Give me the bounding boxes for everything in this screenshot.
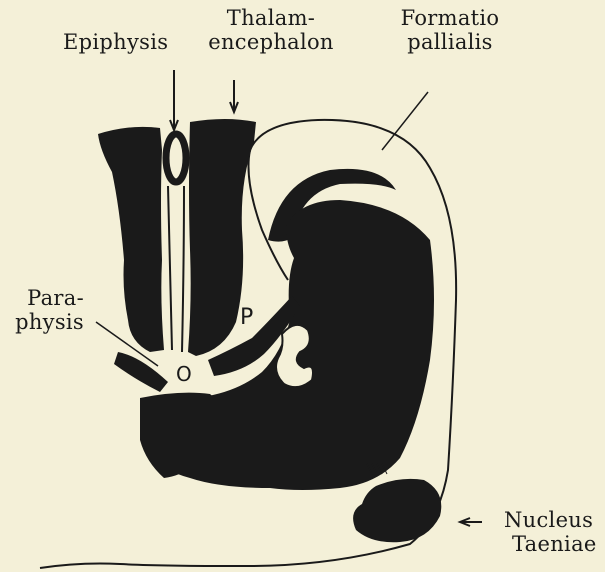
formatio-line1: Formatio: [380, 6, 520, 30]
nucleus-taeniae-mass: [353, 479, 441, 542]
epiphysis-arrow: [170, 70, 178, 130]
formatio-line2: pallialis: [380, 30, 520, 54]
paraphysis-left-strip: [114, 352, 168, 392]
epiphysis-ring: [166, 134, 186, 182]
p-mark: P: [240, 306, 254, 330]
thalamencephalon-arrow: [230, 80, 238, 112]
label-nucleus-taeniae: Nucleus Taeniae: [504, 508, 604, 556]
paraphysis-line1: Para-: [4, 286, 84, 310]
paraphysis-line2: physis: [4, 310, 84, 334]
ventricle-outline: [168, 186, 184, 352]
nucleus-line2: Taeniae: [504, 532, 604, 556]
o-mark: O: [176, 362, 192, 386]
nucleus-line1: Nucleus: [504, 508, 604, 532]
label-paraphysis: Para- physis: [4, 286, 84, 334]
label-epiphysis: Epiphysis: [63, 30, 168, 54]
thalamencephalon-line2: encephalon: [196, 30, 346, 54]
thalamencephalon-line1: Thalam-: [196, 6, 346, 30]
label-formatio-pallialis: Formatio pallialis: [380, 6, 520, 54]
label-thalamencephalon: Thalam- encephalon: [196, 6, 346, 54]
thalamus-left-block: [98, 127, 164, 352]
nucleus-arrow: [460, 518, 482, 526]
